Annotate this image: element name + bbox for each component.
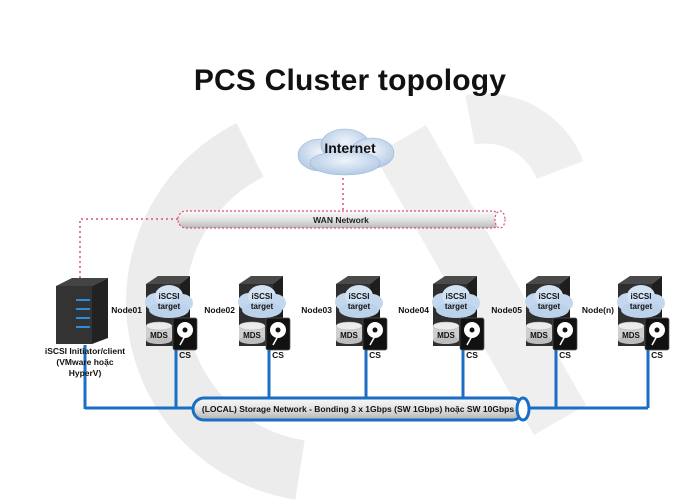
client-wan-link — [79, 218, 178, 278]
cloud-icon — [335, 285, 383, 318]
cs-label: CS — [466, 350, 478, 360]
node-name-label: Node(n) — [581, 305, 614, 315]
cloud-label: iSCSI target — [444, 292, 468, 311]
internet-label: Internet — [324, 140, 376, 156]
cs-label: CS — [272, 350, 284, 360]
server-tower-icon — [238, 276, 291, 408]
hard-disk-icon — [362, 317, 388, 351]
node-name-label: Node04 — [398, 305, 429, 315]
cloud-icon — [145, 285, 193, 318]
cs-label: CS — [559, 350, 571, 360]
cloud-icon — [238, 285, 286, 318]
storage-node: iSCSI target MDS CS — [330, 272, 400, 412]
mds-database-icon — [617, 321, 645, 344]
client-label-line: HyperV) — [68, 368, 102, 378]
storage-node: iSCSI target MDS CS — [427, 272, 497, 412]
local-storage-pipe — [191, 396, 531, 422]
local-storage-label: (LOCAL) Storage Network - Bonding 3 x 1G… — [201, 404, 515, 414]
cs-label: CS — [179, 350, 191, 360]
storage-node: iSCSI target MDS CS — [520, 272, 590, 412]
mds-database-icon — [335, 321, 363, 344]
mds-label: MDS — [340, 331, 358, 340]
node-name-label: Node01 — [111, 305, 142, 315]
storage-node: iSCSI target MDS CS — [612, 272, 682, 412]
wan-network-pipe — [177, 210, 506, 229]
server-tower-icon — [335, 276, 388, 408]
server-tower-icon — [525, 276, 578, 408]
cloud-label: iSCSI target — [347, 292, 371, 311]
client-label-line: (VMware hoặc — [56, 357, 114, 367]
hard-disk-icon — [644, 317, 670, 351]
storage-node: iSCSI target MDS CS — [233, 272, 303, 412]
cloud-label: iSCSI target — [157, 292, 181, 311]
client-label-line: iSCSI Initiator/client — [44, 346, 126, 356]
hard-disk-icon — [265, 317, 291, 351]
mds-database-icon — [525, 321, 553, 344]
client-server-icon — [56, 278, 108, 344]
cloud-label: iSCSI target — [250, 292, 274, 311]
cloud-label: iSCSI target — [537, 292, 561, 311]
cloud-label: iSCSI target — [629, 292, 653, 311]
mds-label: MDS — [437, 331, 455, 340]
cloud-icon — [525, 285, 573, 318]
mds-label: MDS — [243, 331, 261, 340]
hard-disk-icon — [172, 317, 198, 351]
hard-disk-icon — [459, 317, 485, 351]
client-label: iSCSI Initiator/client (VMware hoặc Hype… — [40, 346, 130, 379]
mds-database-icon — [145, 321, 173, 344]
cs-label: CS — [369, 350, 381, 360]
node-name-label: Node02 — [204, 305, 235, 315]
wan-network-label: WAN Network — [313, 215, 369, 225]
cloud-icon — [432, 285, 480, 318]
mds-label: MDS — [622, 331, 640, 340]
server-tower-icon — [617, 276, 670, 408]
page-title: PCS Cluster topology — [193, 64, 507, 97]
server-tower-icon — [145, 276, 198, 408]
mds-label: MDS — [150, 331, 168, 340]
internet-cloud-icon — [297, 128, 395, 176]
cs-label: CS — [651, 350, 663, 360]
cloud-icon — [617, 285, 665, 318]
mds-database-icon — [238, 321, 266, 344]
hard-disk-icon — [552, 317, 578, 351]
storage-node: iSCSI target MDS CS — [140, 272, 210, 412]
server-tower-icon — [432, 276, 485, 408]
mds-label: MDS — [530, 331, 548, 340]
node-name-label: Node05 — [491, 305, 522, 315]
mds-database-icon — [432, 321, 460, 344]
node-name-label: Node03 — [301, 305, 332, 315]
